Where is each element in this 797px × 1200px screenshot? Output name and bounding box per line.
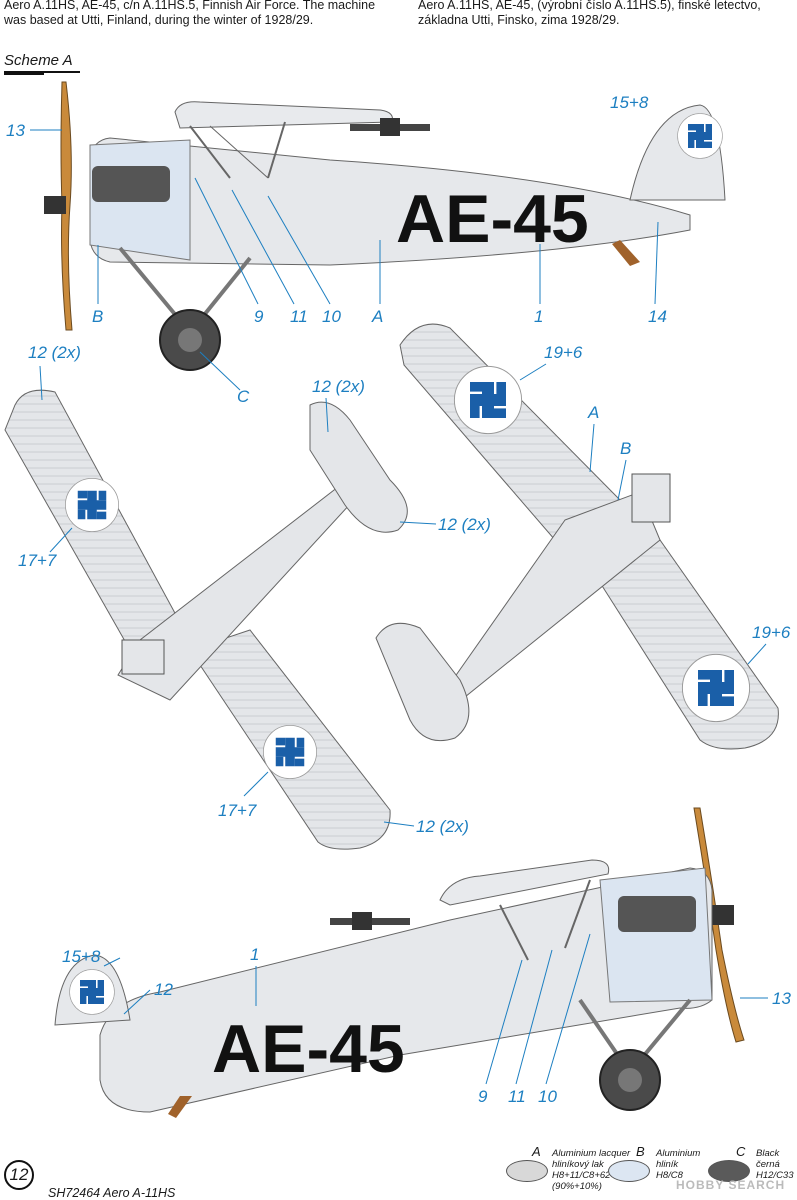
callout-17-7-a: 17+7 xyxy=(18,551,57,570)
callout-13-b: 13 xyxy=(772,989,791,1008)
callouts-top: 13 15+8 B 9 11 10 A 1 14 C xyxy=(6,93,667,406)
callout-b2: B xyxy=(620,439,631,458)
legend-a-key: A xyxy=(532,1144,541,1159)
watermark: HOBBY SEARCH xyxy=(676,1178,786,1192)
footer-title: SH72464 Aero A-11HS xyxy=(48,1186,176,1200)
callout-11: 11 xyxy=(290,307,308,326)
callout-12-2x-c: 12 (2x) xyxy=(438,515,491,534)
legend-c-line1: Black xyxy=(756,1148,780,1159)
legend-a-line3: H8+11/C8+62 xyxy=(552,1170,611,1181)
callout-1: 1 xyxy=(534,307,543,326)
legend-c-line3: H12/C33 xyxy=(756,1170,794,1181)
caption-czech: Aero A.11HS, AE-45, (výrobní číslo A.11H… xyxy=(418,0,761,27)
callout-19-6-a: 19+6 xyxy=(544,343,583,362)
callouts-bottom: 15+8 1 12 9 11 10 13 xyxy=(62,933,791,1106)
callout-12-2x-d: 12 (2x) xyxy=(416,817,469,836)
callout-10-b: 10 xyxy=(538,1087,557,1106)
scheme-label: Scheme A xyxy=(4,52,73,69)
scheme-underline xyxy=(4,71,80,75)
legend-b-key: B xyxy=(636,1144,645,1159)
callout-1-b: 1 xyxy=(250,945,259,964)
callouts-plan-top: 12 (2x) 12 (2x) 12 (2x) 17+7 17+7 12 (2x… xyxy=(18,343,491,836)
callout-9-b: 9 xyxy=(478,1087,488,1106)
legend-b-line3: H8/C8 xyxy=(656,1170,683,1181)
callout-17-7-b: 17+7 xyxy=(218,801,257,820)
callout-14: 14 xyxy=(648,307,667,326)
callout-a2: A xyxy=(587,403,599,422)
registration-bottom: AE-45 xyxy=(212,1011,405,1087)
callout-b: B xyxy=(92,307,103,326)
legend-a-line4: (90%+10%) xyxy=(552,1181,602,1192)
plan-view-top xyxy=(4,389,408,850)
callout-15-8-b: 15+8 xyxy=(62,947,101,966)
callouts-plan-underside: 19+6 A B 19+6 xyxy=(519,343,791,665)
callout-c: C xyxy=(237,387,250,406)
legend-b-line2: hliník xyxy=(656,1159,679,1170)
legend-c-line2: černá xyxy=(756,1159,780,1170)
callout-9: 9 xyxy=(254,307,264,326)
legend-b-swatch xyxy=(608,1160,650,1182)
plan-view-underside xyxy=(375,323,779,750)
callout-19-6-b: 19+6 xyxy=(752,623,791,642)
legend-c-swatch xyxy=(708,1160,750,1182)
page-number: 12 xyxy=(4,1160,34,1190)
side-view-right: AE-45 xyxy=(54,807,745,1118)
caption-english: Aero A.11HS, AE-45, c/n A.11HS.5, Finnis… xyxy=(4,0,376,27)
callout-11-b: 11 xyxy=(508,1087,526,1106)
callout-12-b: 12 xyxy=(154,980,173,999)
legend-a-swatch xyxy=(506,1160,548,1182)
legend-b-line1: Aluminium xyxy=(656,1148,701,1159)
callout-10: 10 xyxy=(322,307,341,326)
callout-15-8: 15+8 xyxy=(610,93,649,112)
side-view-left: AE-45 xyxy=(44,81,726,371)
legend-a-line1: Aluminium lacquer xyxy=(552,1148,631,1159)
legend-a-line2: hliníkový lak xyxy=(552,1159,604,1170)
legend-c-key: C xyxy=(736,1144,746,1159)
registration-top: AE-45 xyxy=(396,181,589,257)
callout-a: A xyxy=(371,307,383,326)
callout-12-2x-b: 12 (2x) xyxy=(312,377,365,396)
callout-12-2x-a: 12 (2x) xyxy=(28,343,81,362)
callout-13: 13 xyxy=(6,121,25,140)
